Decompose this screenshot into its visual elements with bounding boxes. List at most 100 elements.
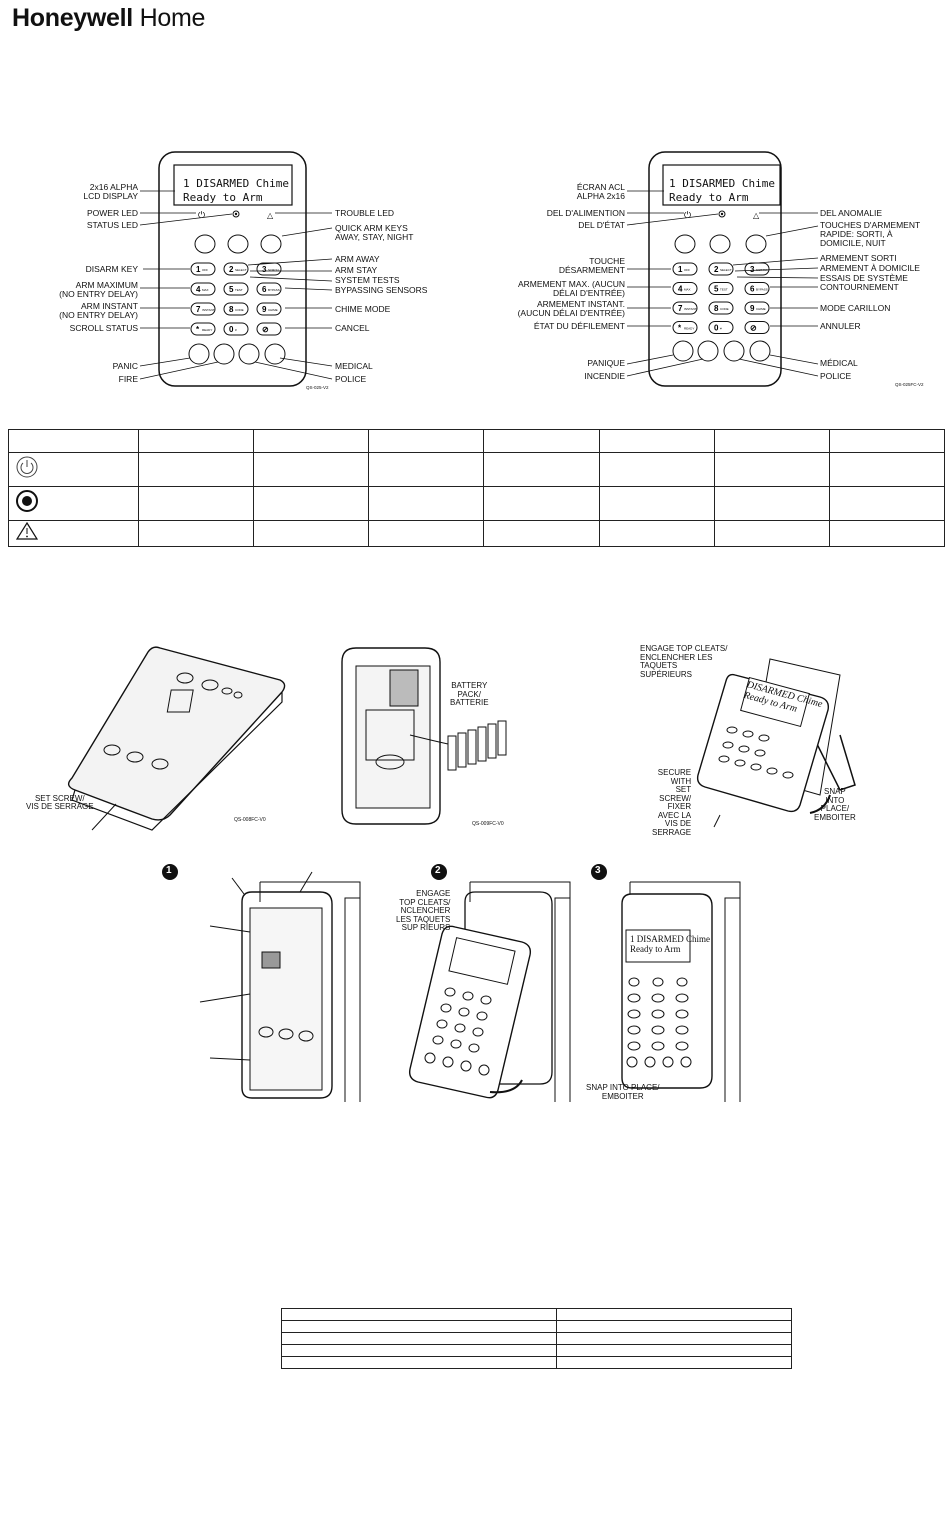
led-row-power — [8, 452, 946, 487]
label-scroll-status: SCROLL STATUS — [69, 323, 138, 333]
steps-drawing — [162, 864, 741, 1102]
label-arm-max: ARM MAXIMUM(NO ENTRY DELAY) — [59, 280, 138, 299]
svg-text:0: 0 — [714, 324, 719, 333]
svg-text:TEST: TEST — [235, 288, 243, 292]
step-num-1: 1 — [166, 865, 172, 876]
svg-text:6: 6 — [750, 285, 755, 294]
label-arm-instant: ARM INSTANT(NO ENTRY DELAY) — [59, 301, 138, 320]
svg-text:CHIME: CHIME — [756, 307, 766, 311]
svg-text:9: 9 — [750, 304, 755, 313]
led-table — [8, 429, 946, 547]
svg-text:1: 1 — [196, 265, 201, 274]
label-arm-domicile: ARMEMENT À DOMICILE — [820, 263, 920, 273]
label-status-led: STATUS LED — [86, 220, 138, 230]
label-trouble-led: TROUBLE LED — [335, 208, 395, 218]
keypad-key-star: *READY — [672, 321, 698, 334]
status-led-icon — [16, 490, 38, 512]
fig1-id: QS-008FC-V0 — [234, 817, 266, 823]
svg-text:CHIME: CHIME — [268, 308, 278, 312]
svg-text:3: 3 — [750, 265, 755, 274]
svg-text:INSTANT: INSTANT — [684, 307, 697, 311]
svg-text:MAX: MAX — [684, 288, 691, 292]
svg-text:⊘: ⊘ — [750, 324, 757, 333]
label-arm-away: ARM AWAY — [335, 254, 380, 264]
bottom-table — [281, 1308, 792, 1369]
svg-text:⏻: ⏻ — [198, 210, 205, 220]
label-set-screw: SET SCREW/VIS DE SERRAGE — [26, 794, 94, 811]
install-figure-1: SET SCREW/VIS DE SERRAGE QS-008FC-V0 — [20, 640, 300, 835]
led-row-status — [8, 486, 946, 521]
wallmount-drawing — [67, 646, 286, 831]
label-step3-snap: SNAP INTO PLACE/EMBOITER — [586, 1083, 660, 1101]
svg-text:*: * — [196, 325, 200, 334]
battery-drawing — [341, 647, 507, 825]
svg-text:9: 9 — [262, 305, 267, 314]
label-del-etat: DEL D'ÉTAT — [578, 220, 625, 230]
svg-text:READY: READY — [202, 328, 212, 332]
label-disarm-key: DISARM KEY — [85, 264, 138, 274]
label-system-tests: SYSTEM TESTS — [335, 275, 400, 285]
label-police: POLICE — [335, 374, 367, 384]
svg-text:BYPASS: BYPASS — [268, 288, 280, 292]
bottom-table-row — [281, 1344, 792, 1357]
fig2-id: QS-009FC-V0 — [472, 821, 504, 827]
svg-text:8: 8 — [229, 305, 234, 314]
power-led-icon — [16, 456, 38, 478]
label-medical-fr: MÉDICAL — [820, 358, 858, 368]
label-arm-stay: ARM STAY — [335, 265, 378, 275]
figure-id-en: QS-025-V2 — [306, 385, 329, 390]
svg-text:1: 1 — [678, 265, 683, 274]
keypad-key-cancel: ⊘ — [744, 321, 770, 334]
led-table-header — [8, 429, 946, 453]
led-row-trouble — [8, 520, 946, 547]
svg-text:3: 3 — [262, 265, 267, 274]
svg-text:2: 2 — [714, 265, 719, 274]
keypad-key-0: 0# — [223, 322, 249, 336]
svg-text:4: 4 — [196, 285, 201, 294]
svg-text:TEST: TEST — [720, 288, 728, 292]
label-panique: PANIQUE — [587, 358, 625, 368]
keypad-key-0: 0# — [708, 321, 734, 334]
bottom-table-row — [281, 1308, 792, 1321]
keypad-key-star: *READY — [190, 322, 216, 336]
svg-text:⊘: ⊘ — [262, 325, 269, 334]
svg-text:INSTANT: INSTANT — [202, 308, 215, 312]
svg-text:6: 6 — [262, 285, 267, 294]
svg-text:8: 8 — [714, 304, 719, 313]
label-bypassing: BYPASSING SENSORS — [335, 285, 428, 295]
svg-text:BYPASS: BYPASS — [756, 288, 768, 292]
svg-text:⏻: ⏻ — [684, 210, 691, 220]
keypad-key-cancel: ⊘ — [256, 322, 282, 336]
svg-text:2: 2 — [229, 265, 234, 274]
svg-text:7: 7 — [678, 304, 683, 313]
svg-text:SCROLL: SCROLL — [268, 268, 280, 272]
label-incendie: INCENDIE — [584, 371, 625, 381]
